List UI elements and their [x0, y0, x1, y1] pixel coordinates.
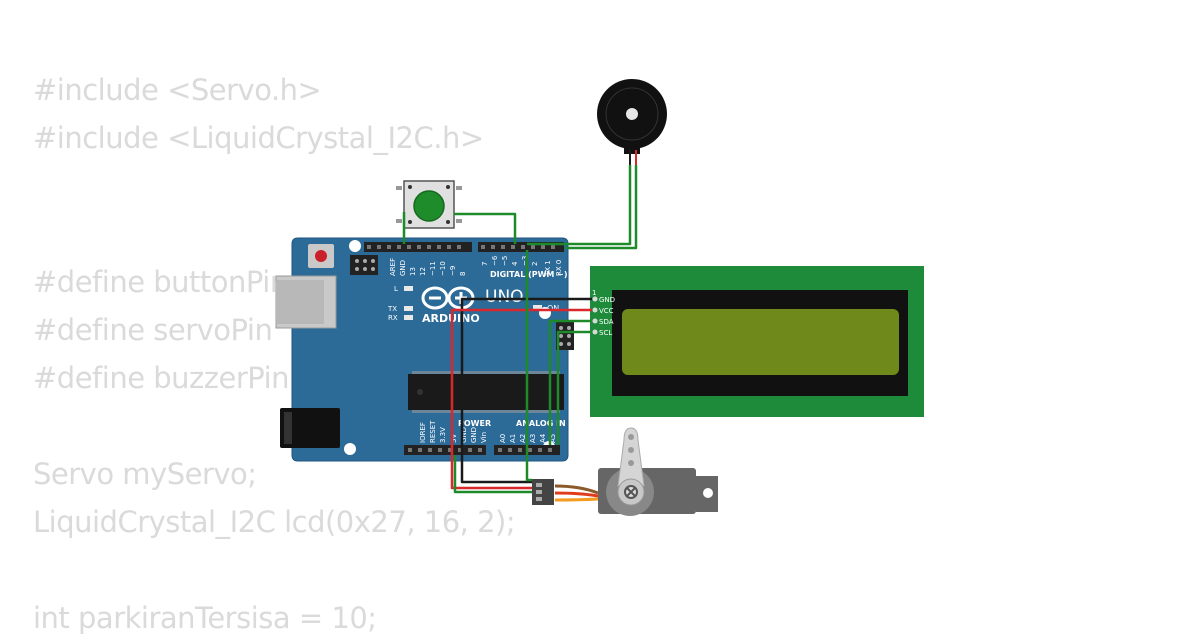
code-line: #define buttonPin: [33, 265, 288, 299]
lcd-pin-sda: SDA: [599, 318, 614, 326]
lcd-pin-gnd: GND: [599, 296, 615, 304]
servo-motor[interactable]: [532, 427, 718, 516]
wires: [402, 165, 638, 494]
pin-label: TX 1: [544, 260, 552, 277]
pin-label: RESET: [429, 420, 437, 443]
wire-lcd-sda: [548, 319, 592, 445]
pin-label: ~5: [501, 256, 509, 266]
lcd-pin-scl: SCL: [599, 329, 612, 337]
wire-servo-signal: [525, 250, 532, 482]
code-line: LiquidCrystal_I2C lcd(0x27, 16, 2);: [33, 505, 516, 539]
pin-label: ~11: [429, 261, 437, 276]
pin-label: A1: [509, 434, 517, 443]
pin-label: Vin: [480, 432, 488, 443]
pin-label: A2: [519, 434, 527, 443]
icsp-header-right: [556, 322, 574, 350]
digital-pin-labels: AREF GND 13 12 ~11 ~10 ~9 8 7 ~6 ~5 4 ~3…: [389, 255, 563, 277]
servo-screw-icon: [624, 485, 638, 499]
pin-label: IOREF: [419, 422, 427, 443]
icsp-header: [350, 255, 378, 275]
pin-label: GND: [460, 427, 468, 443]
pin-label: 4: [511, 261, 519, 266]
pin-label: GND: [399, 260, 407, 276]
servo-horn: [617, 427, 645, 487]
analog-pin-labels: A0 A1 A2 A3 A4 A5: [499, 433, 557, 443]
pin-label: 5V: [450, 434, 458, 443]
tx-led-label: TX: [387, 305, 397, 313]
code-line: #include <Servo.h>: [33, 73, 322, 107]
pushbutton-cap[interactable]: [413, 190, 445, 222]
digital-label: DIGITAL (PWM ~): [490, 270, 568, 279]
l-led-label: L: [394, 285, 398, 293]
wire-buzzer-b: [565, 165, 638, 250]
power-label: POWER: [458, 419, 491, 428]
mounting-hole: [344, 443, 356, 455]
l-led: [404, 286, 413, 291]
code-line: #define buzzerPin: [33, 361, 290, 395]
code-line: Servo myServo;: [33, 457, 257, 491]
pin-label: A4: [539, 433, 547, 443]
lcd-pin-labels: 1 GND VCC SDA SCL: [592, 289, 615, 337]
rx-led-label: RX: [388, 314, 398, 322]
pin-label: ~6: [491, 255, 499, 266]
lcd-pin-vcc: VCC: [599, 307, 614, 315]
pin-label: ~10: [439, 261, 447, 276]
wire-servo-gnd: [453, 455, 532, 494]
lcd-module[interactable]: 1 GND VCC SDA SCL: [590, 266, 924, 417]
digital-header-pins: [367, 245, 555, 249]
pin-label: 12: [419, 267, 427, 276]
reset-button-cap[interactable]: [315, 250, 327, 262]
pin-label: RX 0: [555, 260, 563, 276]
pin-label: A0: [499, 434, 507, 443]
wire-lcd-scl: [556, 330, 592, 445]
rx-led: [404, 315, 413, 320]
wire-buzzer-a: [527, 165, 632, 246]
pushbutton[interactable]: [396, 180, 462, 229]
code-listing: #include <Servo.h> #include <LiquidCrysta…: [33, 66, 516, 642]
lcd-screen: [622, 309, 899, 375]
code-line: int parkiranTersisa = 10;: [33, 601, 377, 635]
pin-label: ~3: [521, 256, 529, 266]
wire-lcd-vcc: [450, 308, 592, 490]
lcd-pin1-marker: 1: [592, 289, 596, 297]
code-line: #include <LiquidCrystal_I2C.h>: [33, 121, 484, 155]
on-led: [533, 305, 542, 310]
power-header-pins: [408, 448, 552, 452]
power-pin-labels: IOREF RESET 3.3V 5V GND GND Vin: [419, 420, 488, 443]
atmega-chip: [408, 371, 564, 413]
pin-label: 2: [531, 262, 539, 266]
arduino-uno-board[interactable]: AREF GND 13 12 ~11 ~10 ~9 8 7 ~6 ~5 4 ~3…: [275, 237, 574, 462]
wire-button-pin: [454, 212, 517, 244]
pin-label: AREF: [389, 258, 397, 276]
code-line: #define servoPin: [33, 313, 273, 347]
analog-label: ANALOG IN: [516, 419, 566, 428]
pin-label: A5: [549, 434, 557, 443]
pin-label: 8: [459, 272, 467, 276]
on-label: ON: [547, 304, 559, 313]
pin-label: 7: [481, 262, 489, 266]
pin-label: A3: [529, 434, 537, 443]
mounting-hole: [349, 240, 361, 252]
pin-label: GND: [470, 427, 478, 443]
pin-label: ~9: [449, 266, 457, 276]
pin-label: 3.3V: [439, 427, 447, 443]
buzzer-hole-icon: [626, 108, 638, 120]
pin-label: 13: [409, 267, 417, 276]
servo-connector: [532, 479, 554, 505]
buzzer[interactable]: [597, 79, 667, 165]
power-jack: [280, 408, 340, 448]
tx-led: [404, 306, 413, 311]
uno-label: UNO: [485, 287, 524, 307]
